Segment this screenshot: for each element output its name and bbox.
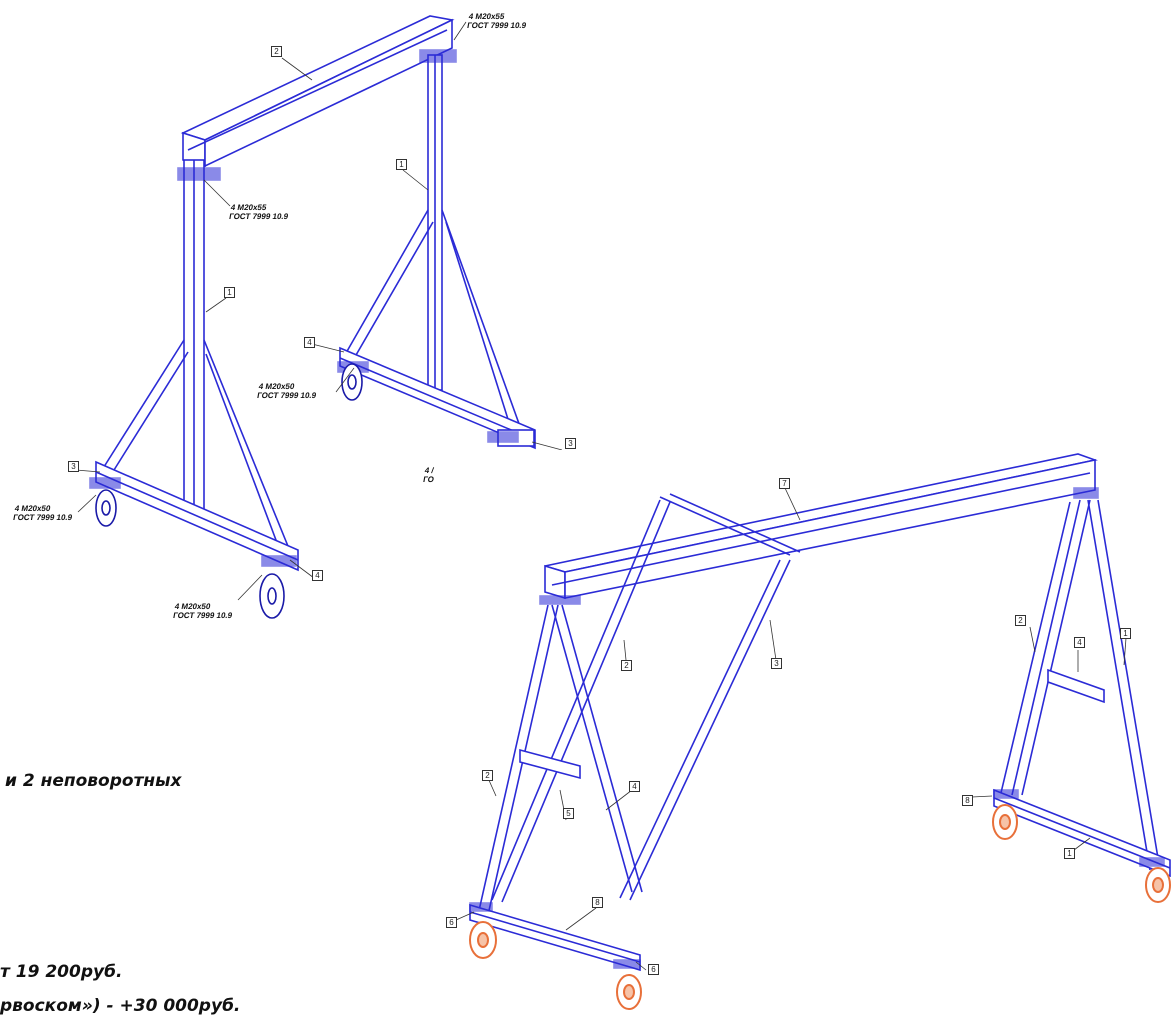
- pos-tag: 8: [962, 795, 973, 806]
- fastener-standard: ГОСТ 7999 10.9: [228, 212, 289, 221]
- fastener-size: 4 M20x55: [468, 12, 506, 21]
- fastener-standard: ГОСТ 7999 10.9: [256, 391, 317, 400]
- pos-tag: 1: [224, 287, 235, 298]
- text-line-option-price: рвоском») - +30 000руб.: [0, 996, 241, 1016]
- fastener-note: 4 M20x55 ГОСТ 7999 10.9: [466, 12, 528, 30]
- pos-tag: 1: [1064, 848, 1075, 859]
- pos-tag: 3: [68, 461, 79, 472]
- pos-tag: 8: [592, 897, 603, 908]
- right-brace-left: [341, 209, 429, 361]
- pos-tag: 2: [482, 770, 493, 781]
- fastener-size: 4 M20x55: [230, 203, 268, 212]
- pos-tag: 2: [621, 660, 632, 671]
- text-line-price: т 19 200руб.: [0, 962, 123, 982]
- fastener-note: 4 M20x50 ГОСТ 7999 10.9: [172, 602, 234, 620]
- left-brace-left: [101, 339, 185, 471]
- left-a-leg-2: [551, 604, 633, 893]
- pos-tag: 3: [565, 438, 576, 449]
- pos-tag: 4: [312, 570, 323, 581]
- pos-tag: 4: [304, 337, 315, 348]
- left-brace-right: [203, 339, 293, 557]
- right-a-leg-1: [1011, 499, 1081, 796]
- pos-tag: 6: [446, 917, 457, 928]
- pos-tag: 3: [771, 658, 782, 669]
- bottom-beam-side: [564, 459, 1096, 599]
- pos-tag: 1: [396, 159, 407, 170]
- fastener-note: 4 M20x50 ГОСТ 7999 10.9: [256, 382, 318, 400]
- right-brace-right: [441, 209, 523, 433]
- fastener-standard: ГО: [422, 475, 435, 484]
- fastener-note: 4 M20x50 ГОСТ 7999 10.9: [12, 504, 74, 522]
- fastener-standard: ГОСТ 7999 10.9: [12, 513, 73, 522]
- right-base: [339, 346, 536, 450]
- bottom-beam-top: [544, 453, 1098, 573]
- pos-tag: 7: [779, 478, 790, 489]
- pos-tag: 5: [563, 808, 574, 819]
- fastener-standard: ГОСТ 7999 10.9: [466, 21, 527, 30]
- pos-tag: 4: [1074, 637, 1085, 648]
- pos-tag: 6: [648, 964, 659, 975]
- pos-tag: 1: [1120, 628, 1131, 639]
- fastener-size: 4 M20x50: [14, 504, 52, 513]
- fastener-standard: ГОСТ 7999 10.9: [172, 611, 233, 620]
- middle-leg: [629, 559, 791, 901]
- pos-tag: 2: [1015, 615, 1026, 626]
- bottom-beam-front: [544, 564, 566, 600]
- right-a-leg-2: [1087, 499, 1151, 871]
- fastener-size: 4 /: [424, 466, 435, 475]
- pos-tag: 4: [629, 781, 640, 792]
- fastener-note: 4 M20x55 ГОСТ 7999 10.9: [228, 203, 290, 221]
- left-a-leg-1: [477, 604, 549, 916]
- fastener-size: 4 M20x50: [258, 382, 296, 391]
- left-rear-leg-1: [491, 499, 661, 901]
- text-line-wheels: и 2 неповоротных: [5, 771, 182, 791]
- fastener-size: 4 M20x50: [174, 602, 212, 611]
- pos-tag: 2: [271, 46, 282, 57]
